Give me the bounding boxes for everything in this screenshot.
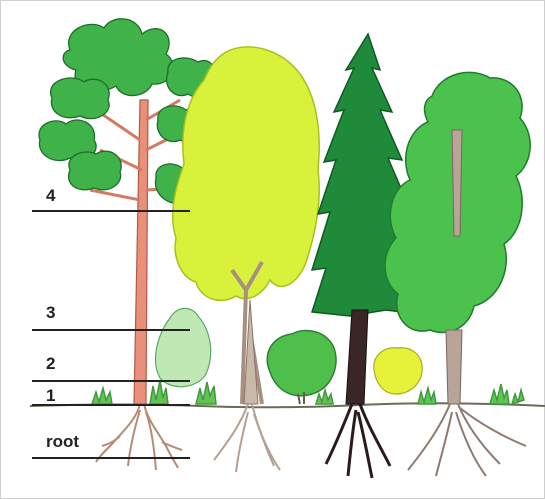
tier-root-label: root [46,432,79,451]
round-bush [267,330,336,395]
oak-roots [408,404,526,476]
small-shrub-left [155,308,210,386]
oak-trunk [446,330,462,404]
spruce-trunk [346,310,368,404]
tier-4-label: 4 [46,186,56,205]
birch-tree [173,47,320,472]
pine-roots [96,404,182,470]
tier-3-label: 3 [46,303,55,322]
oak-tree [385,72,530,476]
pine-trunk [134,100,148,404]
spruce-roots [326,404,390,478]
yellow-bush [374,348,422,394]
birch-roots [214,404,280,472]
tier-2-label: 2 [46,354,55,373]
tier-1-label: 1 [46,386,55,405]
